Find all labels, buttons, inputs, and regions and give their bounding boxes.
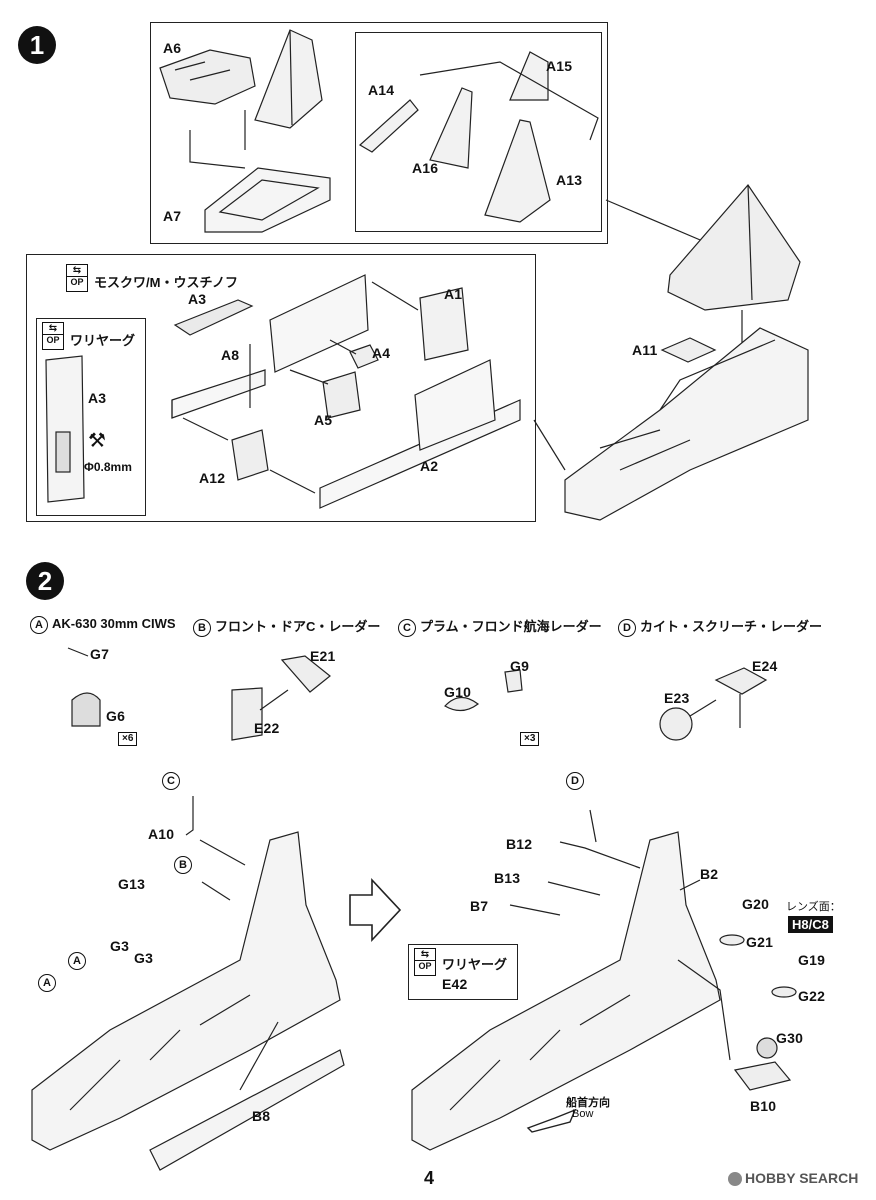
watermark-icon — [728, 1172, 742, 1187]
count-x6-badge: ×6 — [118, 732, 138, 746]
part-A5-label: A5 — [314, 412, 333, 428]
part-E24-label: E24 — [752, 658, 778, 674]
bow-direction-jp: 船首方向 — [566, 1097, 610, 1109]
drill-icon: ⚒ — [88, 430, 106, 452]
part-G21-label: G21 — [746, 934, 774, 950]
variant-moskva-label: モスクワ/M・ウスチノフ — [94, 275, 239, 290]
part-G19-label: G19 — [798, 952, 826, 968]
part-B7-label: B7 — [470, 898, 489, 914]
part-G3a-label: G3 — [110, 938, 130, 954]
part-A6-label: A6 — [163, 40, 182, 56]
part-G6-label: G6 — [106, 708, 126, 724]
part-A7-label: A7 — [163, 208, 182, 224]
part-G30-label: G30 — [776, 1030, 804, 1046]
lens-code-badge: H8/C8 — [788, 916, 833, 933]
callout-A2: A — [68, 952, 86, 970]
part-G10-label: G10 — [444, 684, 472, 700]
part-A11-label: A11 — [632, 342, 658, 358]
callout-C: C — [162, 772, 180, 790]
step-2-number: 2 — [26, 562, 64, 600]
part-G7-label: G7 — [90, 646, 110, 662]
drill-size-label: Φ0.8mm — [84, 460, 132, 474]
part-G20-label: G20 — [742, 896, 770, 912]
page-number: 4 — [424, 1168, 435, 1188]
part-A14-label: A14 — [368, 82, 395, 98]
part-G9-label: G9 — [510, 658, 530, 674]
part-E23-label: E23 — [664, 690, 690, 706]
part-A4-label: A4 — [372, 345, 391, 361]
part-G13-label: G13 — [118, 876, 146, 892]
part-A2-label: A2 — [420, 458, 439, 474]
part-A16-label: A16 — [412, 160, 439, 176]
part-E21-label: E21 — [310, 648, 336, 664]
op-badge-varyag: ⇆OP — [42, 322, 64, 350]
callout-D: D — [566, 772, 584, 790]
option-icon: ⇆ — [43, 323, 63, 335]
watermark-logo: HOBBY SEARCH — [728, 1170, 858, 1187]
callout-A1: A — [38, 974, 56, 992]
callout-B: B — [174, 856, 192, 874]
part-B8-label: B8 — [252, 1108, 271, 1124]
part-B10-label: B10 — [750, 1098, 777, 1114]
variant-varyag-label: ワリヤーグ — [70, 333, 136, 348]
count-x3-badge: ×3 — [520, 732, 540, 746]
op-badge-varyag-step2: ⇆OP — [414, 948, 436, 976]
part-B2-label: B2 — [700, 866, 719, 882]
part-G3b-label: G3 — [134, 950, 154, 966]
part-A13-label: A13 — [556, 172, 583, 188]
step-1-number: 1 — [18, 26, 56, 64]
option-icon: ⇆ — [67, 265, 87, 277]
part-A8-label: A8 — [221, 347, 240, 363]
part-E22-label: E22 — [254, 720, 280, 736]
part-A12-label: A12 — [199, 470, 226, 486]
part-E42-label: E42 — [442, 976, 468, 992]
part-A10-label: A10 — [148, 826, 175, 842]
lens-note: レンズ面： — [786, 901, 841, 913]
varyag-step2-inset — [408, 944, 518, 1000]
part-A3-varyag-label: A3 — [88, 390, 107, 406]
part-A15-label: A15 — [546, 58, 573, 74]
part-A3-label: A3 — [188, 291, 207, 307]
option-icon: ⇆ — [415, 949, 435, 961]
part-G22-label: G22 — [798, 988, 826, 1004]
part-B13-label: B13 — [494, 870, 521, 886]
op-badge-moskva: ⇆OP — [66, 264, 88, 292]
variant-varyag-step2-label: ワリヤーグ — [442, 957, 508, 972]
bow-direction-en: Bow — [572, 1108, 594, 1120]
part-A1-label: A1 — [444, 286, 463, 302]
part-B12-label: B12 — [506, 836, 533, 852]
